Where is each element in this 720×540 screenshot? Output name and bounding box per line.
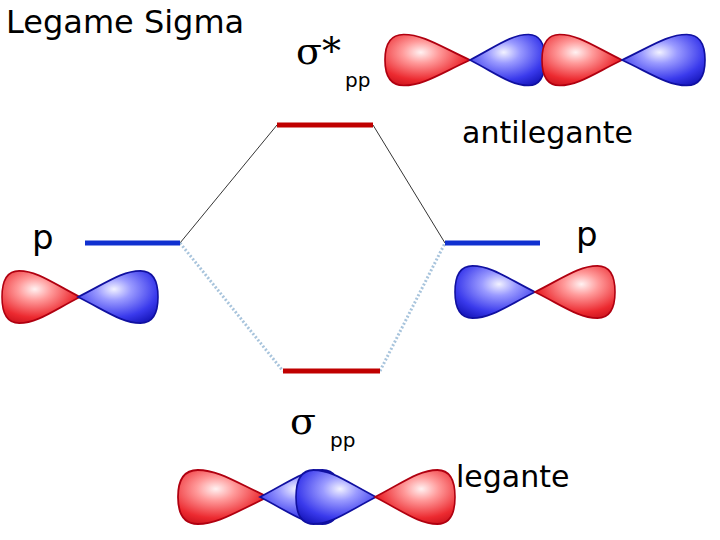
orbital-lobe — [2, 271, 80, 323]
orbital-lobe — [455, 266, 535, 318]
orbital-lobe — [375, 470, 455, 524]
orbital-lobe — [542, 35, 622, 86]
orbital-subscript: pp — [345, 70, 370, 90]
correlation-line — [180, 243, 283, 371]
correlation-line — [180, 125, 277, 243]
correlation-line — [373, 125, 445, 243]
orbital-symbol: σ — [290, 402, 316, 440]
orbital-lobe — [622, 35, 705, 86]
atomic-level — [85, 241, 180, 246]
orbital-symbol: p — [32, 220, 54, 254]
orbital-lobe — [78, 271, 158, 323]
orbital-lobe — [535, 266, 615, 318]
orbital-subscript: pp — [330, 430, 355, 450]
orbital-lobe — [178, 470, 268, 524]
bonding-level — [283, 369, 380, 374]
orbital-lobe — [385, 35, 470, 86]
orbital-symbol: σ* — [296, 32, 341, 70]
diagram-title: Legame Sigma — [6, 6, 244, 38]
level-label: legante — [456, 462, 569, 492]
orbital-symbol: p — [576, 217, 598, 251]
orbital-lobe — [296, 470, 376, 524]
correlation-line — [380, 243, 445, 371]
orbital-lobe — [470, 35, 545, 86]
level-label: antilegante — [462, 118, 633, 148]
atomic-level — [445, 241, 540, 246]
antibonding-level — [277, 123, 373, 128]
